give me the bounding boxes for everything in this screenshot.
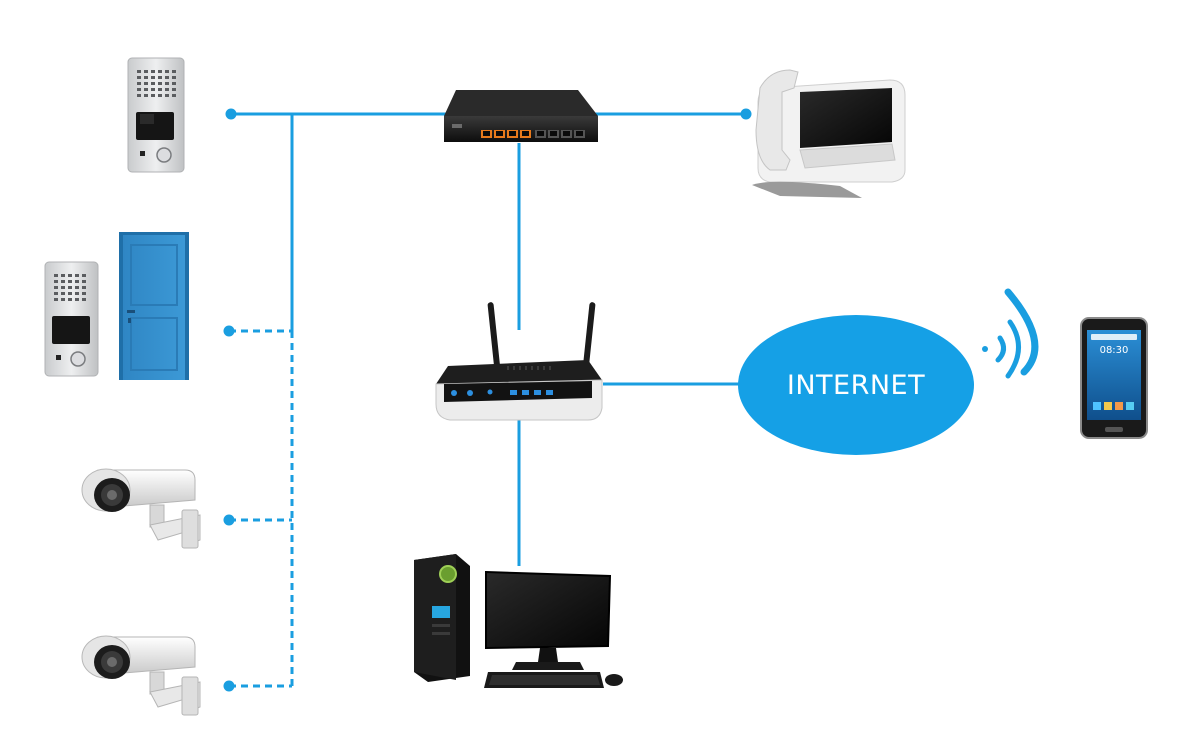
dot-phone — [740, 108, 752, 120]
wifi-router-icon — [435, 302, 603, 421]
internet-cloud — [738, 315, 974, 455]
security-camera-icon-2 — [81, 635, 201, 716]
door-intercom-icon — [127, 57, 185, 173]
door-icon — [119, 232, 189, 380]
phone-time: 08:30 — [1100, 345, 1129, 356]
dot-door — [223, 325, 235, 337]
connection-lines — [229, 112, 746, 688]
smartphone-icon: 08:30 — [1080, 317, 1148, 439]
desk-phone-icon — [752, 69, 906, 198]
desktop-computer-icon — [414, 554, 623, 688]
network-switch-icon — [444, 90, 598, 142]
door-intercom-icon-2 — [44, 261, 99, 377]
dot-intercom — [225, 108, 237, 120]
connection-dots — [223, 108, 752, 692]
security-camera-icon — [81, 468, 201, 549]
wireless-signal-icon — [982, 288, 1039, 379]
dot-camera1 — [223, 514, 235, 526]
internet-label: INTERNET — [786, 369, 926, 401]
dot-camera2 — [223, 680, 235, 692]
